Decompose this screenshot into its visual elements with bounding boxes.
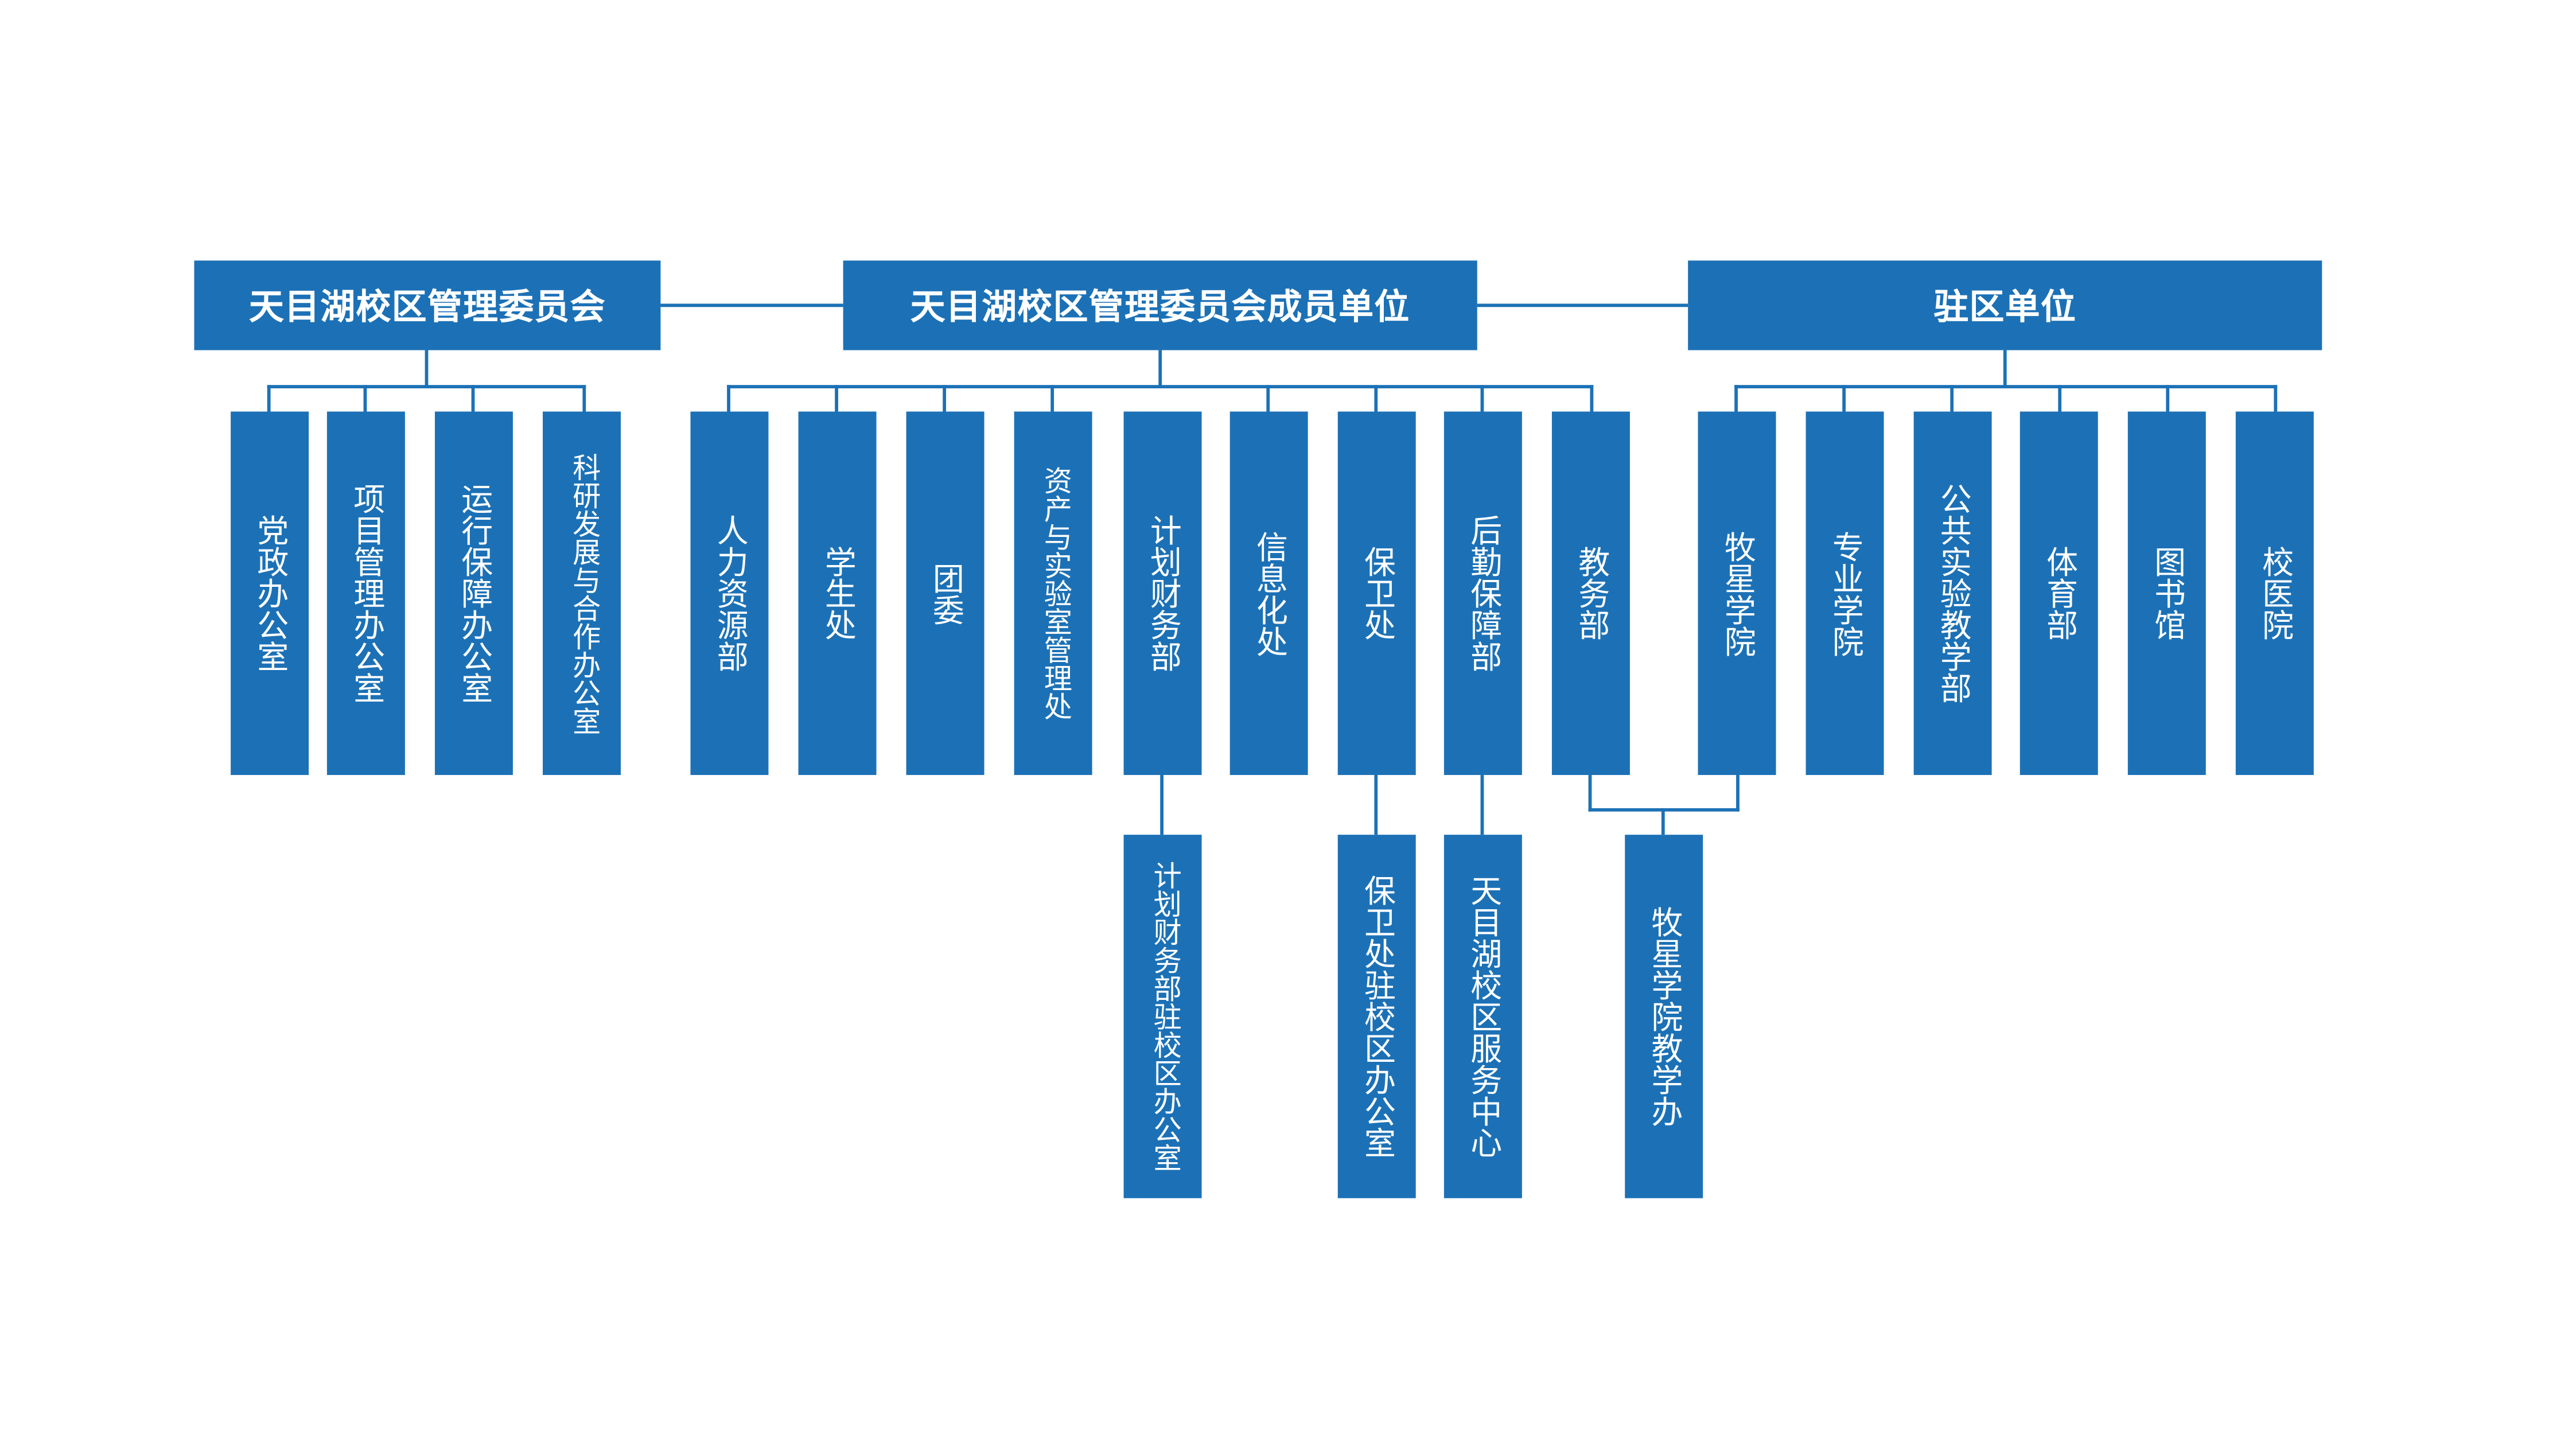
unit-label: 学生处	[820, 546, 857, 641]
unit-label: 后勤保障部	[1465, 514, 1503, 672]
sub-unit-box: 计划财务部驻校区办公室	[1123, 835, 1202, 1198]
connector	[727, 385, 730, 412]
connector	[1266, 385, 1270, 412]
unit-box: 教务部	[1551, 411, 1630, 776]
unit-box: 保卫处	[1337, 411, 1416, 776]
unit-label: 体育部	[2041, 546, 2079, 641]
sub-unit-box: 保卫处驻校区办公室	[1337, 835, 1416, 1198]
connector	[1588, 775, 1592, 812]
unit-box: 团委	[906, 411, 985, 776]
connector	[1480, 385, 1484, 412]
connector	[1480, 775, 1484, 835]
connector	[363, 385, 367, 412]
unit-box: 专业学院	[1805, 411, 1884, 776]
header-member-units: 天目湖校区管理委员会成员单位	[843, 260, 1477, 350]
unit-box: 科研发展与合作办公室	[543, 411, 621, 776]
connector	[1374, 775, 1378, 835]
unit-label: 图书馆	[2149, 546, 2186, 641]
sub-unit-box: 牧星学院教学办	[1625, 835, 1703, 1198]
connector	[2058, 385, 2062, 412]
unit-box: 运行保障办公室	[434, 411, 513, 776]
unit-box: 校医院	[2235, 411, 2314, 776]
unit-label: 牧星学院	[1719, 530, 1756, 657]
sub-unit-label: 计划财务部驻校区办公室	[1147, 861, 1180, 1172]
unit-label: 公共实验教学部	[1935, 482, 1972, 704]
unit-box: 学生处	[798, 411, 877, 776]
unit-box: 公共实验教学部	[1913, 411, 1992, 776]
connector	[1734, 385, 2278, 388]
unit-label: 人力资源部	[712, 514, 749, 672]
unit-label: 教务部	[1573, 546, 1610, 641]
unit-label: 运行保障办公室	[456, 482, 493, 704]
unit-label: 科研发展与合作办公室	[566, 452, 600, 735]
connector	[1950, 385, 1954, 412]
sub-unit-box: 天目湖校区服务中心	[1443, 835, 1522, 1198]
unit-box: 图书馆	[2127, 411, 2206, 776]
unit-box: 体育部	[2019, 411, 2098, 776]
unit-label: 校医院	[2257, 546, 2294, 641]
connector	[1661, 808, 1665, 835]
connector	[1160, 775, 1164, 835]
connector	[267, 385, 271, 412]
connector	[1734, 385, 1738, 412]
connector	[425, 350, 429, 387]
unit-box: 项目管理办公室	[326, 411, 405, 776]
connector	[727, 385, 1594, 388]
sub-unit-label: 牧星学院教学办	[1646, 906, 1683, 1127]
connector	[943, 385, 947, 412]
unit-label: 专业学院	[1827, 530, 1864, 657]
unit-label: 团委	[928, 562, 964, 625]
connector	[2274, 385, 2278, 412]
connector	[835, 385, 838, 412]
unit-box: 人力资源部	[690, 411, 769, 776]
connector	[471, 385, 475, 412]
unit-box: 资产与实验室管理处	[1014, 411, 1092, 776]
unit-box: 牧星学院	[1698, 411, 1776, 776]
unit-box: 后勤保障部	[1443, 411, 1522, 776]
sub-unit-label: 天目湖校区服务中心	[1465, 874, 1503, 1159]
connector	[1050, 385, 1054, 412]
unit-label: 计划财务部	[1145, 514, 1182, 672]
unit-label: 党政办公室	[252, 514, 289, 672]
connector	[660, 303, 843, 307]
connector	[1374, 385, 1378, 412]
connector	[1590, 385, 1594, 412]
connector	[1736, 775, 1740, 812]
sub-unit-label: 保卫处驻校区办公室	[1359, 874, 1396, 1159]
header-committee: 天目湖校区管理委员会	[194, 260, 661, 350]
unit-box: 计划财务部	[1123, 411, 1202, 776]
unit-label: 资产与实验室管理处	[1037, 466, 1071, 720]
unit-box: 党政办公室	[231, 411, 309, 776]
connector	[2166, 385, 2170, 412]
connector	[582, 385, 586, 412]
unit-label: 项目管理办公室	[348, 482, 386, 704]
header-resident-units: 驻区单位	[1688, 260, 2322, 350]
unit-label: 保卫处	[1359, 546, 1396, 641]
unit-label: 信息化处	[1251, 530, 1288, 657]
connector	[267, 385, 586, 388]
connector	[1842, 385, 1846, 412]
connector	[1477, 303, 1688, 307]
connector	[2003, 350, 2007, 387]
connector	[1158, 350, 1162, 387]
unit-box: 信息化处	[1229, 411, 1308, 776]
